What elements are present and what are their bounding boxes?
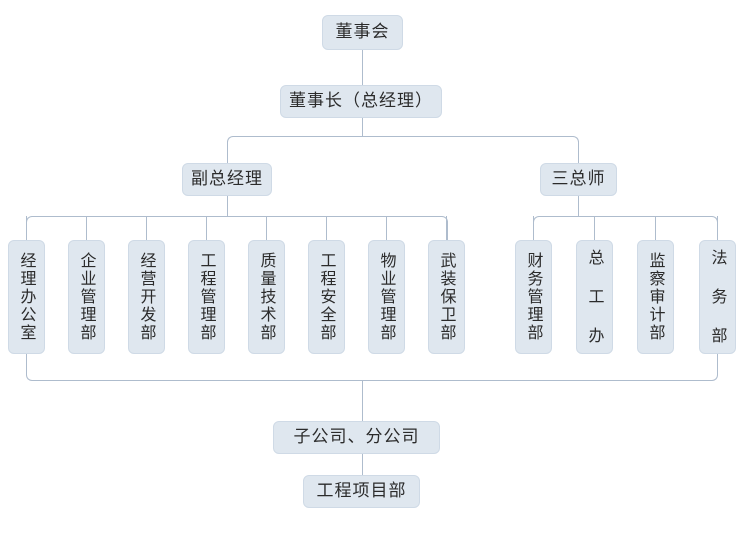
connector-board-to-chairman [362, 50, 363, 85]
connector-bottom-bus-left [26, 354, 363, 381]
node-chairman-general-manager[interactable]: 董事长（总经理） [280, 85, 442, 118]
connector-elbow-left-deputy [227, 136, 363, 164]
connector-right-bus-start [533, 216, 579, 241]
node-deputy-general-manager[interactable]: 副总经理 [182, 163, 272, 196]
connector-deputy-down [227, 196, 228, 216]
node-subsidiary-branch-company[interactable]: 子公司、分公司 [273, 421, 440, 454]
connector-drop-dept-11 [655, 216, 656, 240]
connector-bottom-bus-right [362, 354, 718, 381]
node-board-of-directors[interactable]: 董事会 [322, 15, 403, 50]
connector-subsidiary-to-project [362, 454, 363, 475]
node-dept-chief-engineer-office[interactable]: 总 工 办 [576, 240, 613, 354]
node-dept-quality-technology[interactable]: 质量技术部 [248, 240, 285, 354]
node-dept-armed-security[interactable]: 武装保卫部 [428, 240, 465, 354]
node-dept-engineering-safety[interactable]: 工程安全部 [308, 240, 345, 354]
connector-drop-dept-3 [146, 216, 147, 240]
connector-chairman-down [362, 118, 363, 136]
connector-drop-dept-1 [26, 216, 27, 240]
connector-drop-dept-6 [326, 216, 327, 240]
connector-chief-down [578, 196, 579, 216]
connector-drop-dept-9 [533, 216, 534, 240]
connector-drop-dept-4 [206, 216, 207, 240]
connector-drop-dept-10 [594, 216, 595, 240]
node-dept-engineering-management[interactable]: 工程管理部 [188, 240, 225, 354]
node-dept-manager-office[interactable]: 经理办公室 [8, 240, 45, 354]
node-dept-business-development[interactable]: 经营开发部 [128, 240, 165, 354]
connector-drop-dept-2 [86, 216, 87, 240]
connector-left-bus-end [227, 216, 448, 241]
connector-drop-dept-5 [266, 216, 267, 240]
node-dept-supervision-audit[interactable]: 监察审计部 [637, 240, 674, 354]
node-engineering-project-department[interactable]: 工程项目部 [303, 475, 420, 508]
connector-bus-to-subsidiary [362, 380, 363, 421]
connector-right-bus-end [578, 216, 718, 241]
node-three-chief-engineers[interactable]: 三总师 [540, 163, 617, 196]
node-dept-property-management[interactable]: 物业管理部 [368, 240, 405, 354]
connector-drop-dept-12 [717, 216, 718, 240]
connector-drop-dept-8 [446, 216, 447, 240]
node-dept-finance-management[interactable]: 财务管理部 [515, 240, 552, 354]
connector-elbow-right-chief [362, 136, 579, 164]
node-dept-enterprise-management[interactable]: 企业管理部 [68, 240, 105, 354]
connector-drop-dept-7 [386, 216, 387, 240]
connector-left-bus-start [26, 216, 228, 241]
node-dept-legal-affairs[interactable]: 法 务 部 [699, 240, 736, 354]
